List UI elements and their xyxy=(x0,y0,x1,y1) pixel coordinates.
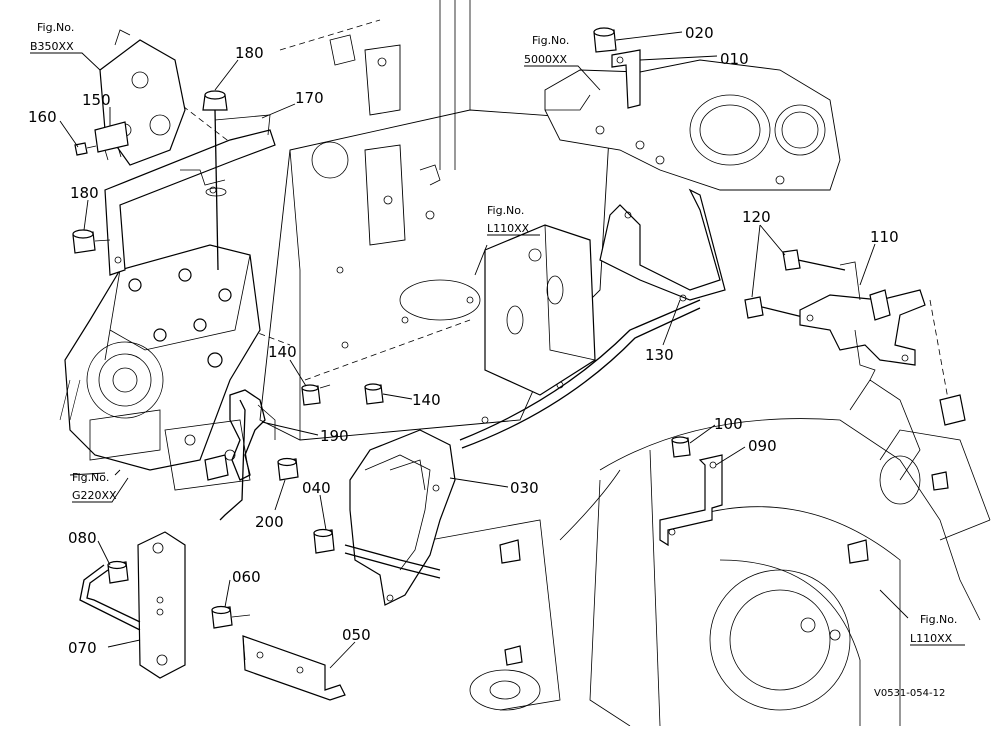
fig-ref-g220-label: Fig.No. xyxy=(72,471,109,484)
small-parts xyxy=(419,164,949,666)
callout-030: 030 xyxy=(510,479,539,497)
callout-180-top: 180 xyxy=(235,44,264,62)
power-steering-pump xyxy=(59,244,261,491)
bolt-080 xyxy=(107,560,129,584)
fig-ref-5000: Fig.No. 5000XX xyxy=(524,34,601,91)
callout-020: 020 xyxy=(685,24,714,42)
bolts-140 xyxy=(301,383,384,406)
pipe-190 xyxy=(219,389,276,521)
callout-150: 150 xyxy=(82,91,111,109)
figure-references: Fig.No. B350XX Fig.No. 5000XX Fig.No. L1… xyxy=(30,21,965,646)
fig-ref-l110-top-label: Fig.No. xyxy=(487,204,524,217)
callout-170: 170 xyxy=(295,89,324,107)
callout-190: 190 xyxy=(320,427,349,445)
callout-080: 080 xyxy=(68,529,97,547)
fig-ref-l110-bottom-label: Fig.No. xyxy=(920,613,957,626)
plate-070 xyxy=(79,531,186,679)
engine-block xyxy=(544,59,841,191)
bracket-090 xyxy=(659,454,723,547)
callout-140-left: 140 xyxy=(268,343,297,361)
bolts-120 xyxy=(744,249,846,321)
bracket-030 xyxy=(344,429,456,606)
callout-labels: 180 170 150 160 180 020 010 120 110 130 … xyxy=(28,24,899,657)
fig-ref-b350-code: B350XX xyxy=(30,40,74,53)
bracket-130 xyxy=(599,188,726,302)
front-axle-bracket xyxy=(399,224,596,396)
leader-lines xyxy=(59,31,909,669)
bolt-040 xyxy=(313,528,335,554)
callout-140-right: 140 xyxy=(412,391,441,409)
bolt-020 xyxy=(593,27,617,53)
fig-ref-l110-top: Fig.No. L110XX xyxy=(487,204,540,236)
fig-ref-g220-code: G220XX xyxy=(72,489,117,502)
bolt-180-left xyxy=(72,229,111,254)
fig-ref-l110-bottom: Fig.No. L110XX xyxy=(910,613,965,646)
callout-180-left: 180 xyxy=(70,184,99,202)
bolt-200 xyxy=(277,457,299,481)
callout-130: 130 xyxy=(645,346,674,364)
bracket-010 xyxy=(611,49,641,109)
fig-ref-5000-code: 5000XX xyxy=(524,53,568,66)
fig-ref-l110-bottom-code: L110XX xyxy=(910,632,953,645)
bolt-060 xyxy=(211,605,251,629)
callout-090: 090 xyxy=(748,437,777,455)
fig-ref-l110-top-code: L110XX xyxy=(487,222,530,235)
callout-070: 070 xyxy=(68,639,97,657)
callout-110: 110 xyxy=(870,228,899,246)
callout-160: 160 xyxy=(28,108,57,126)
screw-160 xyxy=(74,142,97,156)
callout-050: 050 xyxy=(342,626,371,644)
fig-ref-g220: Fig.No. G220XX xyxy=(72,471,129,503)
callout-200: 200 xyxy=(255,513,284,531)
fig-ref-5000-label: Fig.No. xyxy=(532,34,569,47)
callout-120: 120 xyxy=(742,208,771,226)
bolt-180-top xyxy=(202,90,228,271)
drawing-id: V0531-054-12 xyxy=(874,688,945,699)
steering-rod xyxy=(174,99,701,449)
fig-ref-b350-label: Fig.No. xyxy=(37,21,74,34)
callout-040: 040 xyxy=(302,479,331,497)
callout-010: 010 xyxy=(720,50,749,68)
bracket-050 xyxy=(242,635,346,701)
callout-060: 060 xyxy=(232,568,261,586)
upper-support-bracket xyxy=(279,19,406,246)
callout-100: 100 xyxy=(714,415,743,433)
bolt-100 xyxy=(671,436,691,458)
clutch-housing xyxy=(429,379,991,727)
fig-ref-b350: Fig.No. B350XX xyxy=(30,21,101,71)
switch-150 xyxy=(94,121,129,161)
bracket-110 xyxy=(799,261,966,426)
